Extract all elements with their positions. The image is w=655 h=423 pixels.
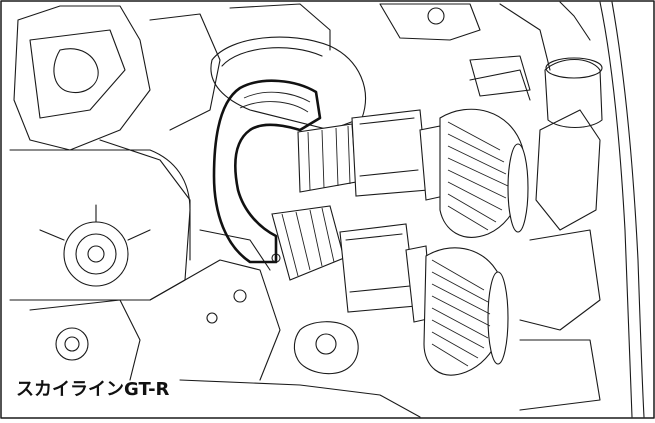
upper-coupling [297,123,357,193]
intake-pipe [212,79,322,264]
upper-air-filter-assembly [351,108,529,238]
lower-coupling [271,205,345,281]
lower-air-filter-assembly [339,223,509,376]
compressor-housing [210,36,366,131]
fender-line [599,1,633,418]
left-strut-area [13,5,151,151]
caption-label: スカイラインGT-R [16,379,170,400]
